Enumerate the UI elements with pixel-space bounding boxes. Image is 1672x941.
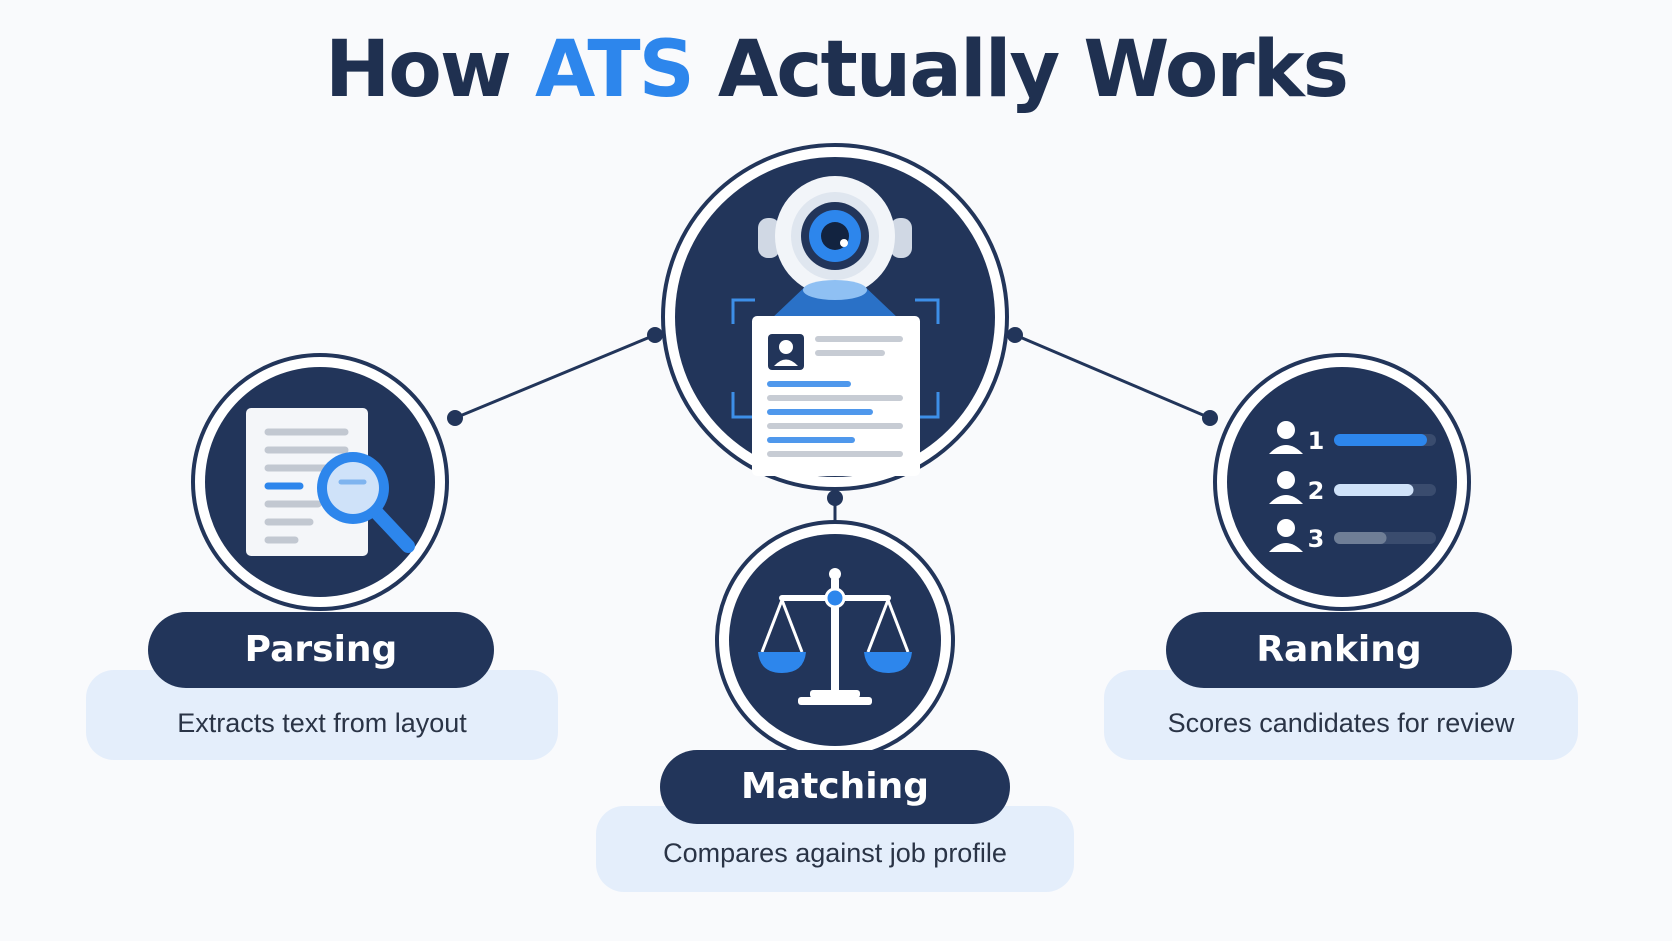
rank-number: 1 <box>1308 427 1325 455</box>
connector-nodes <box>447 327 1218 506</box>
label-parsing-text: Parsing <box>244 629 398 670</box>
label-ranking: Ranking <box>1166 612 1512 688</box>
ranking-circle <box>1213 353 1471 611</box>
connector-parsing <box>454 333 656 420</box>
node-dot <box>1202 410 1218 426</box>
person-icon <box>1269 519 1303 552</box>
node-dot <box>447 410 463 426</box>
label-ranking-text: Ranking <box>1256 629 1422 670</box>
ranked-list-icon: 1 2 3 <box>1269 421 1436 553</box>
document-magnifier-icon <box>246 408 415 556</box>
person-icon <box>1269 421 1303 454</box>
node-dot <box>827 490 843 506</box>
person-icon <box>1269 471 1303 504</box>
title-accent: ATS <box>535 25 695 115</box>
title-suffix: Actually Works <box>717 25 1349 115</box>
label-matching: Matching <box>660 750 1010 824</box>
node-dot <box>647 327 663 343</box>
page-title: How ATS Actually Works <box>0 24 1672 118</box>
title-prefix: How <box>324 25 512 115</box>
scanner-eye-resume-icon <box>731 176 940 476</box>
rank-number: 2 <box>1308 477 1325 505</box>
rank-number: 3 <box>1308 525 1325 553</box>
balance-scale-icon <box>758 568 912 705</box>
ranking-row: 2 <box>1269 471 1436 505</box>
connector-ranking <box>1014 333 1211 420</box>
ranking-row: 1 <box>1269 421 1436 455</box>
label-parsing: Parsing <box>148 612 494 688</box>
label-matching-text: Matching <box>740 766 930 807</box>
node-dot <box>1007 327 1023 343</box>
ranking-row: 3 <box>1269 519 1436 553</box>
